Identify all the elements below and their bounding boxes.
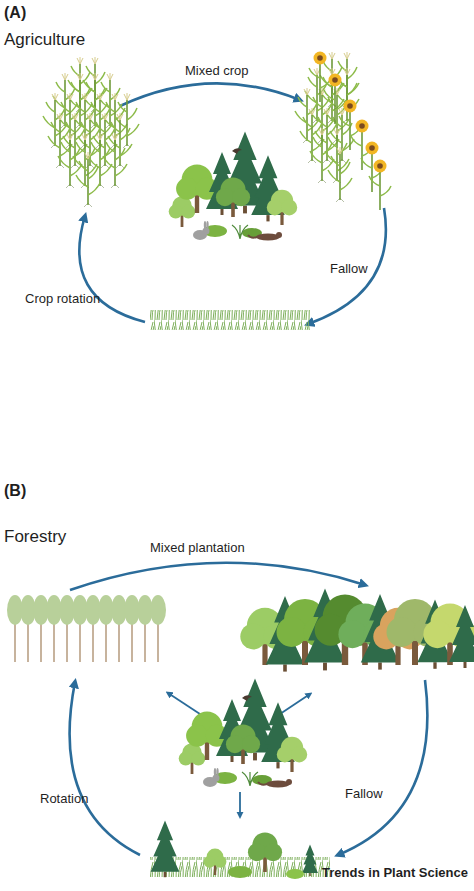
tree-plantation: [7, 595, 166, 662]
corn-plant: [76, 152, 100, 207]
corn-field: [43, 57, 139, 207]
corn-plant: [73, 133, 97, 188]
sunflower: [369, 160, 391, 211]
cycle-arrow: [338, 680, 427, 855]
shrub: [228, 866, 252, 878]
conifer-tree: [151, 821, 180, 878]
conifer-tree: [449, 605, 474, 668]
sunflower: [324, 74, 346, 125]
mixed-crop-field: [295, 52, 391, 211]
cycle-arrow: [308, 208, 386, 324]
corn-plant: [108, 113, 132, 168]
cycle-arrow: [70, 682, 140, 855]
panel-title: Agriculture: [4, 30, 85, 50]
broadleaf-tree: [248, 832, 282, 872]
fallow-grass: [150, 310, 310, 330]
cycle-arrow: [79, 216, 145, 322]
corn-plant: [325, 128, 349, 183]
shrub: [286, 869, 304, 879]
source-arrow: [239, 792, 241, 816]
arrow-label: Rotation: [40, 792, 88, 807]
fallow-regrowth: [150, 821, 330, 880]
arrow-label: Mixed crop: [185, 64, 249, 79]
panel-letter: (B): [4, 482, 26, 500]
mixed-forest: [240, 589, 474, 672]
arrow-label: Mixed plantation: [150, 541, 245, 556]
broadleaf-tree: [204, 849, 227, 875]
arrow-label: Fallow: [330, 262, 368, 277]
poplar-tree: [150, 595, 166, 662]
cycle-arrow: [120, 83, 300, 106]
arrow-label: Fallow: [345, 787, 383, 802]
corn-plant: [115, 93, 139, 148]
conifer-tree: [302, 845, 318, 877]
panel-title: Forestry: [4, 527, 66, 547]
forest-cluster: [169, 132, 298, 241]
arrow-label: Crop rotation: [25, 292, 100, 307]
corn-plant: [88, 133, 112, 188]
corn-plant: [328, 147, 352, 202]
corn-plant: [103, 133, 127, 188]
corn-plant: [295, 88, 319, 143]
cycle-arrow: [70, 563, 365, 590]
panel-letter: (A): [4, 4, 26, 22]
source-arrow: [168, 693, 203, 716]
journal-credit: Trends in Plant Science: [322, 866, 468, 881]
forest-cluster: [179, 679, 308, 788]
corn-plant: [43, 93, 67, 148]
